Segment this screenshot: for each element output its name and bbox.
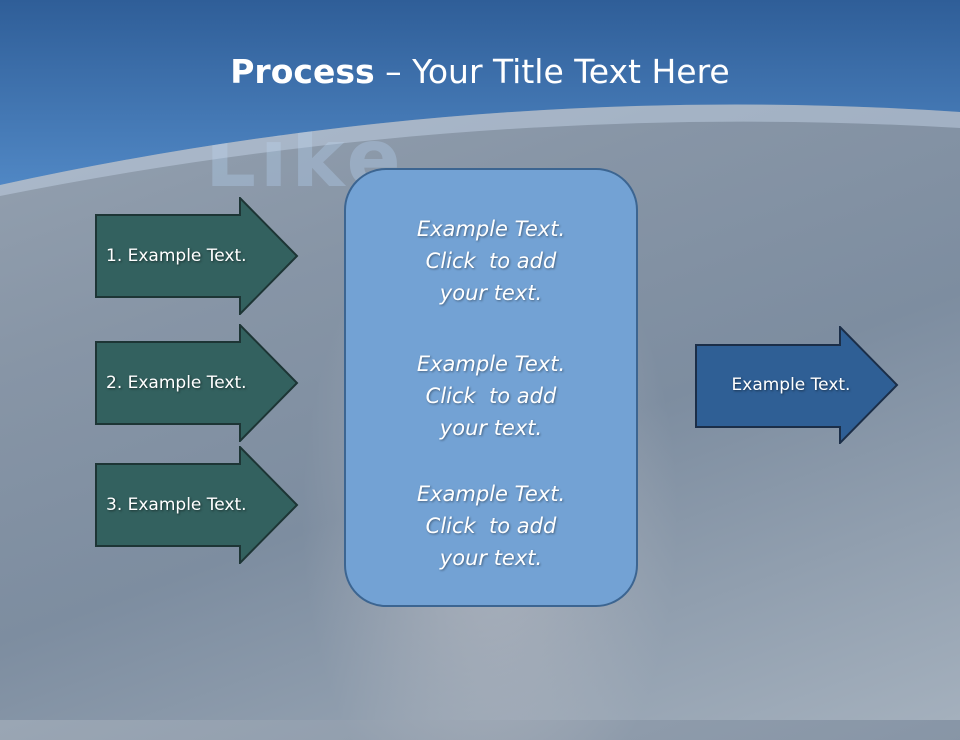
center-text-line: Click to add bbox=[425, 384, 557, 408]
center-text-line: Example Text. bbox=[416, 482, 566, 506]
step-arrow-1[interactable]: 1. Example Text. bbox=[94, 197, 300, 315]
center-text-line: Click to add bbox=[425, 249, 557, 273]
result-arrow[interactable]: Example Text. bbox=[694, 326, 900, 444]
center-text-block-3[interactable]: Example Text. Click to add your text. bbox=[344, 478, 638, 574]
step-arrow-3[interactable]: 3. Example Text. bbox=[94, 446, 300, 564]
center-text-line: Click to add bbox=[425, 514, 557, 538]
center-text-box[interactable] bbox=[344, 168, 638, 607]
step-arrow-label: 1. Example Text. bbox=[106, 246, 247, 266]
step-arrow-label: 3. Example Text. bbox=[106, 495, 247, 515]
center-text-line: your text. bbox=[439, 281, 543, 305]
center-text-line: your text. bbox=[439, 546, 543, 570]
center-text-block-1[interactable]: Example Text. Click to add your text. bbox=[344, 213, 638, 309]
center-text-block-2[interactable]: Example Text. Click to add your text. bbox=[344, 348, 638, 444]
step-arrow-2[interactable]: 2. Example Text. bbox=[94, 324, 300, 442]
title-banner bbox=[0, 0, 960, 196]
title-bold: Process bbox=[230, 52, 375, 91]
slide-title: Process – Your Title Text Here bbox=[0, 52, 960, 91]
center-text-line: Example Text. bbox=[416, 217, 566, 241]
center-text-line: Example Text. bbox=[416, 352, 566, 376]
center-text-line: your text. bbox=[439, 416, 543, 440]
title-rest: – Your Title Text Here bbox=[374, 52, 730, 91]
step-arrow-label: 2. Example Text. bbox=[106, 373, 247, 393]
result-arrow-label: Example Text. bbox=[731, 375, 851, 395]
